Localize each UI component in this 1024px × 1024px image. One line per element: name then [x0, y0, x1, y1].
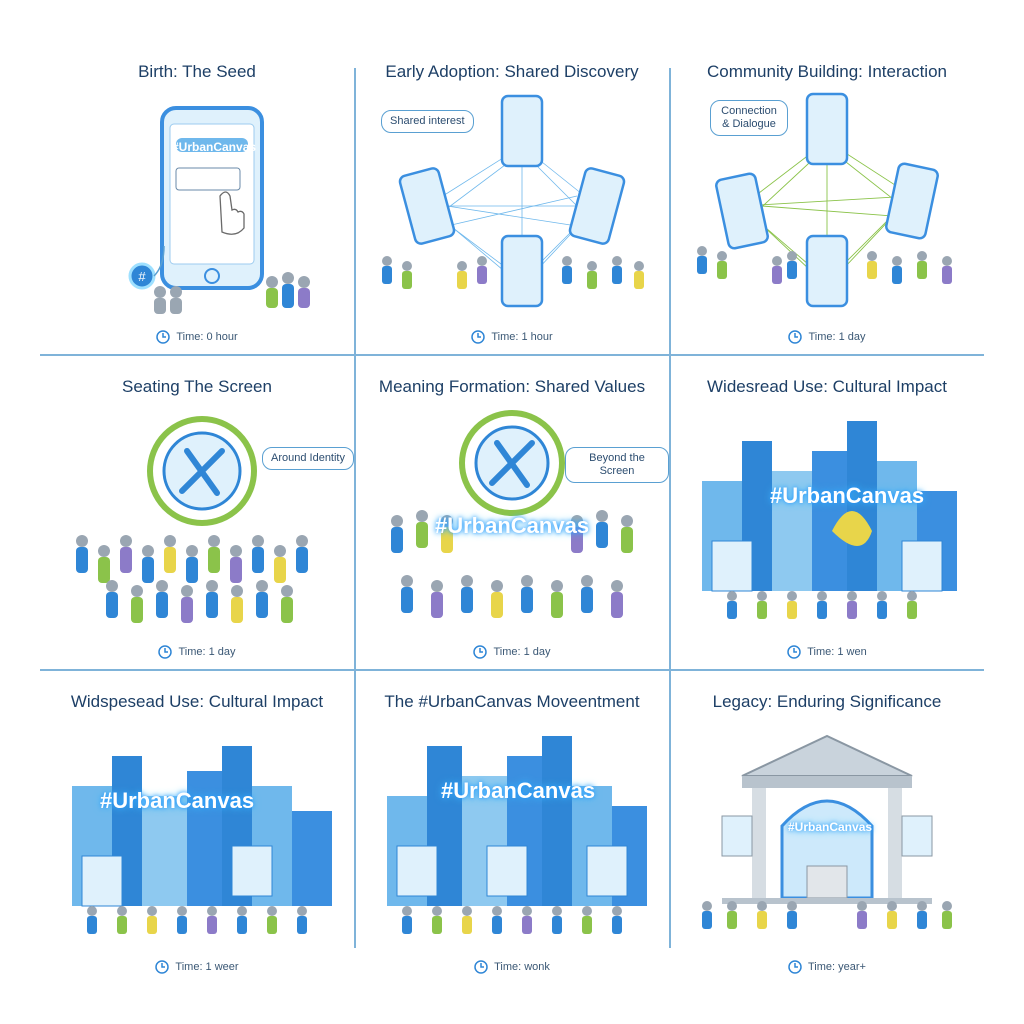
time-label: Time: 0 hour	[40, 330, 354, 344]
clock-icon	[788, 960, 802, 974]
panel-title: Meaning Formation: Shared Values	[378, 377, 646, 396]
hashtag-label: #UrbanCanvas	[172, 140, 257, 154]
crowd-badge-illustration	[76, 416, 308, 623]
panel-title: Widesread Use: Cultural Impact	[707, 377, 947, 396]
time-label: Time: 1 day	[670, 330, 984, 344]
city-illustration	[387, 736, 647, 934]
time-text: Time: 1 hour	[491, 331, 553, 343]
time-label: Time: wonk	[355, 960, 669, 974]
panel-legacy: Legacy: Enduring Significance #UrbanC	[670, 670, 984, 984]
hashtag-label: #UrbanCanvas	[100, 788, 255, 813]
callout-bubble: Connection & Dialogue	[710, 100, 788, 137]
time-label: Time: 1 wen	[670, 645, 984, 659]
grid-divider-h2	[40, 669, 984, 671]
clock-icon	[473, 645, 488, 659]
time-text: Time: year+	[808, 961, 866, 973]
clock-icon	[158, 645, 173, 659]
phone-network-illustration	[697, 92, 952, 308]
panel-title: Legacy: Enduring Significance	[712, 692, 942, 711]
hashtag-label: #UrbanCanvas	[435, 513, 590, 538]
time-label: Time: 1 weer	[40, 960, 354, 974]
grid-divider-v2	[669, 68, 671, 948]
panel-widspesead-use: Widspesead Use: Cultural Impact #Urba	[40, 670, 354, 984]
panel-early-adoption: Early Adoption: Shared Discovery Shared	[355, 40, 669, 354]
monument-illustration	[702, 734, 952, 929]
panel-community-building: Community Building: Interaction Connecti	[670, 40, 984, 354]
crowd-badge-illustration	[391, 410, 633, 618]
time-label: Time: 1 day	[40, 645, 354, 659]
hashtag-label: #UrbanCanvas	[788, 820, 873, 834]
grid-divider-h1	[40, 354, 984, 356]
panel-urbancanvas-movement: The #UrbanCanvas Moveentment #	[355, 670, 669, 984]
panel-title: Seating The Screen	[122, 377, 272, 396]
city-illustration	[702, 421, 957, 619]
panel-title: Birth: The Seed	[138, 62, 256, 81]
time-label: Time: year+	[670, 960, 984, 974]
time-text: Time: 0 hour	[176, 331, 238, 343]
grid-divider-v1	[354, 68, 356, 948]
panel-title: Early Adoption: Shared Discovery	[385, 62, 639, 81]
clock-icon	[787, 645, 801, 659]
clock-icon	[788, 330, 803, 344]
hashtag-label: #UrbanCanvas	[441, 778, 596, 803]
timeline-grid: Birth: The Seed # #UrbanCanvas Time: 0 h…	[40, 40, 984, 984]
panel-seating-the-screen: Seating The Screen	[40, 355, 354, 669]
smartphone-illustration: #	[128, 106, 310, 314]
panel-meaning-formation: Meaning Formation: Shared Values	[355, 355, 669, 669]
time-text: Time: 1 day	[808, 331, 866, 343]
clock-icon	[471, 330, 486, 344]
callout-bubble: Shared interest	[381, 110, 474, 134]
panel-widesread-use: Widesread Use: Cultural Impact #UrbanCa	[670, 355, 984, 669]
hashtag-label: #UrbanCanvas	[770, 483, 925, 508]
callout-bubble: Beyond the Screen	[565, 447, 669, 484]
time-text: Time: 1 day	[493, 646, 551, 658]
clock-icon	[474, 960, 488, 974]
phone-network-illustration	[382, 94, 644, 308]
svg-text:#: #	[138, 269, 146, 284]
time-text: Time: wonk	[494, 961, 550, 973]
time-text: Time: 1 weer	[175, 961, 239, 973]
panel-birth: Birth: The Seed # #UrbanCanvas Time: 0 h…	[40, 40, 354, 354]
time-text: Time: 1 day	[178, 646, 236, 658]
time-text: Time: 1 wen	[807, 646, 867, 658]
panel-title: Widspesead Use: Cultural Impact	[70, 692, 324, 711]
clock-icon	[155, 960, 170, 974]
panel-title: Community Building: Interaction	[706, 62, 947, 81]
city-illustration	[72, 746, 332, 934]
panel-title: The #UrbanCanvas Moveentment	[384, 692, 640, 711]
time-label: Time: 1 hour	[355, 330, 669, 344]
clock-icon	[156, 330, 171, 344]
time-label: Time: 1 day	[355, 645, 669, 659]
callout-bubble: Around Identity	[262, 447, 354, 471]
